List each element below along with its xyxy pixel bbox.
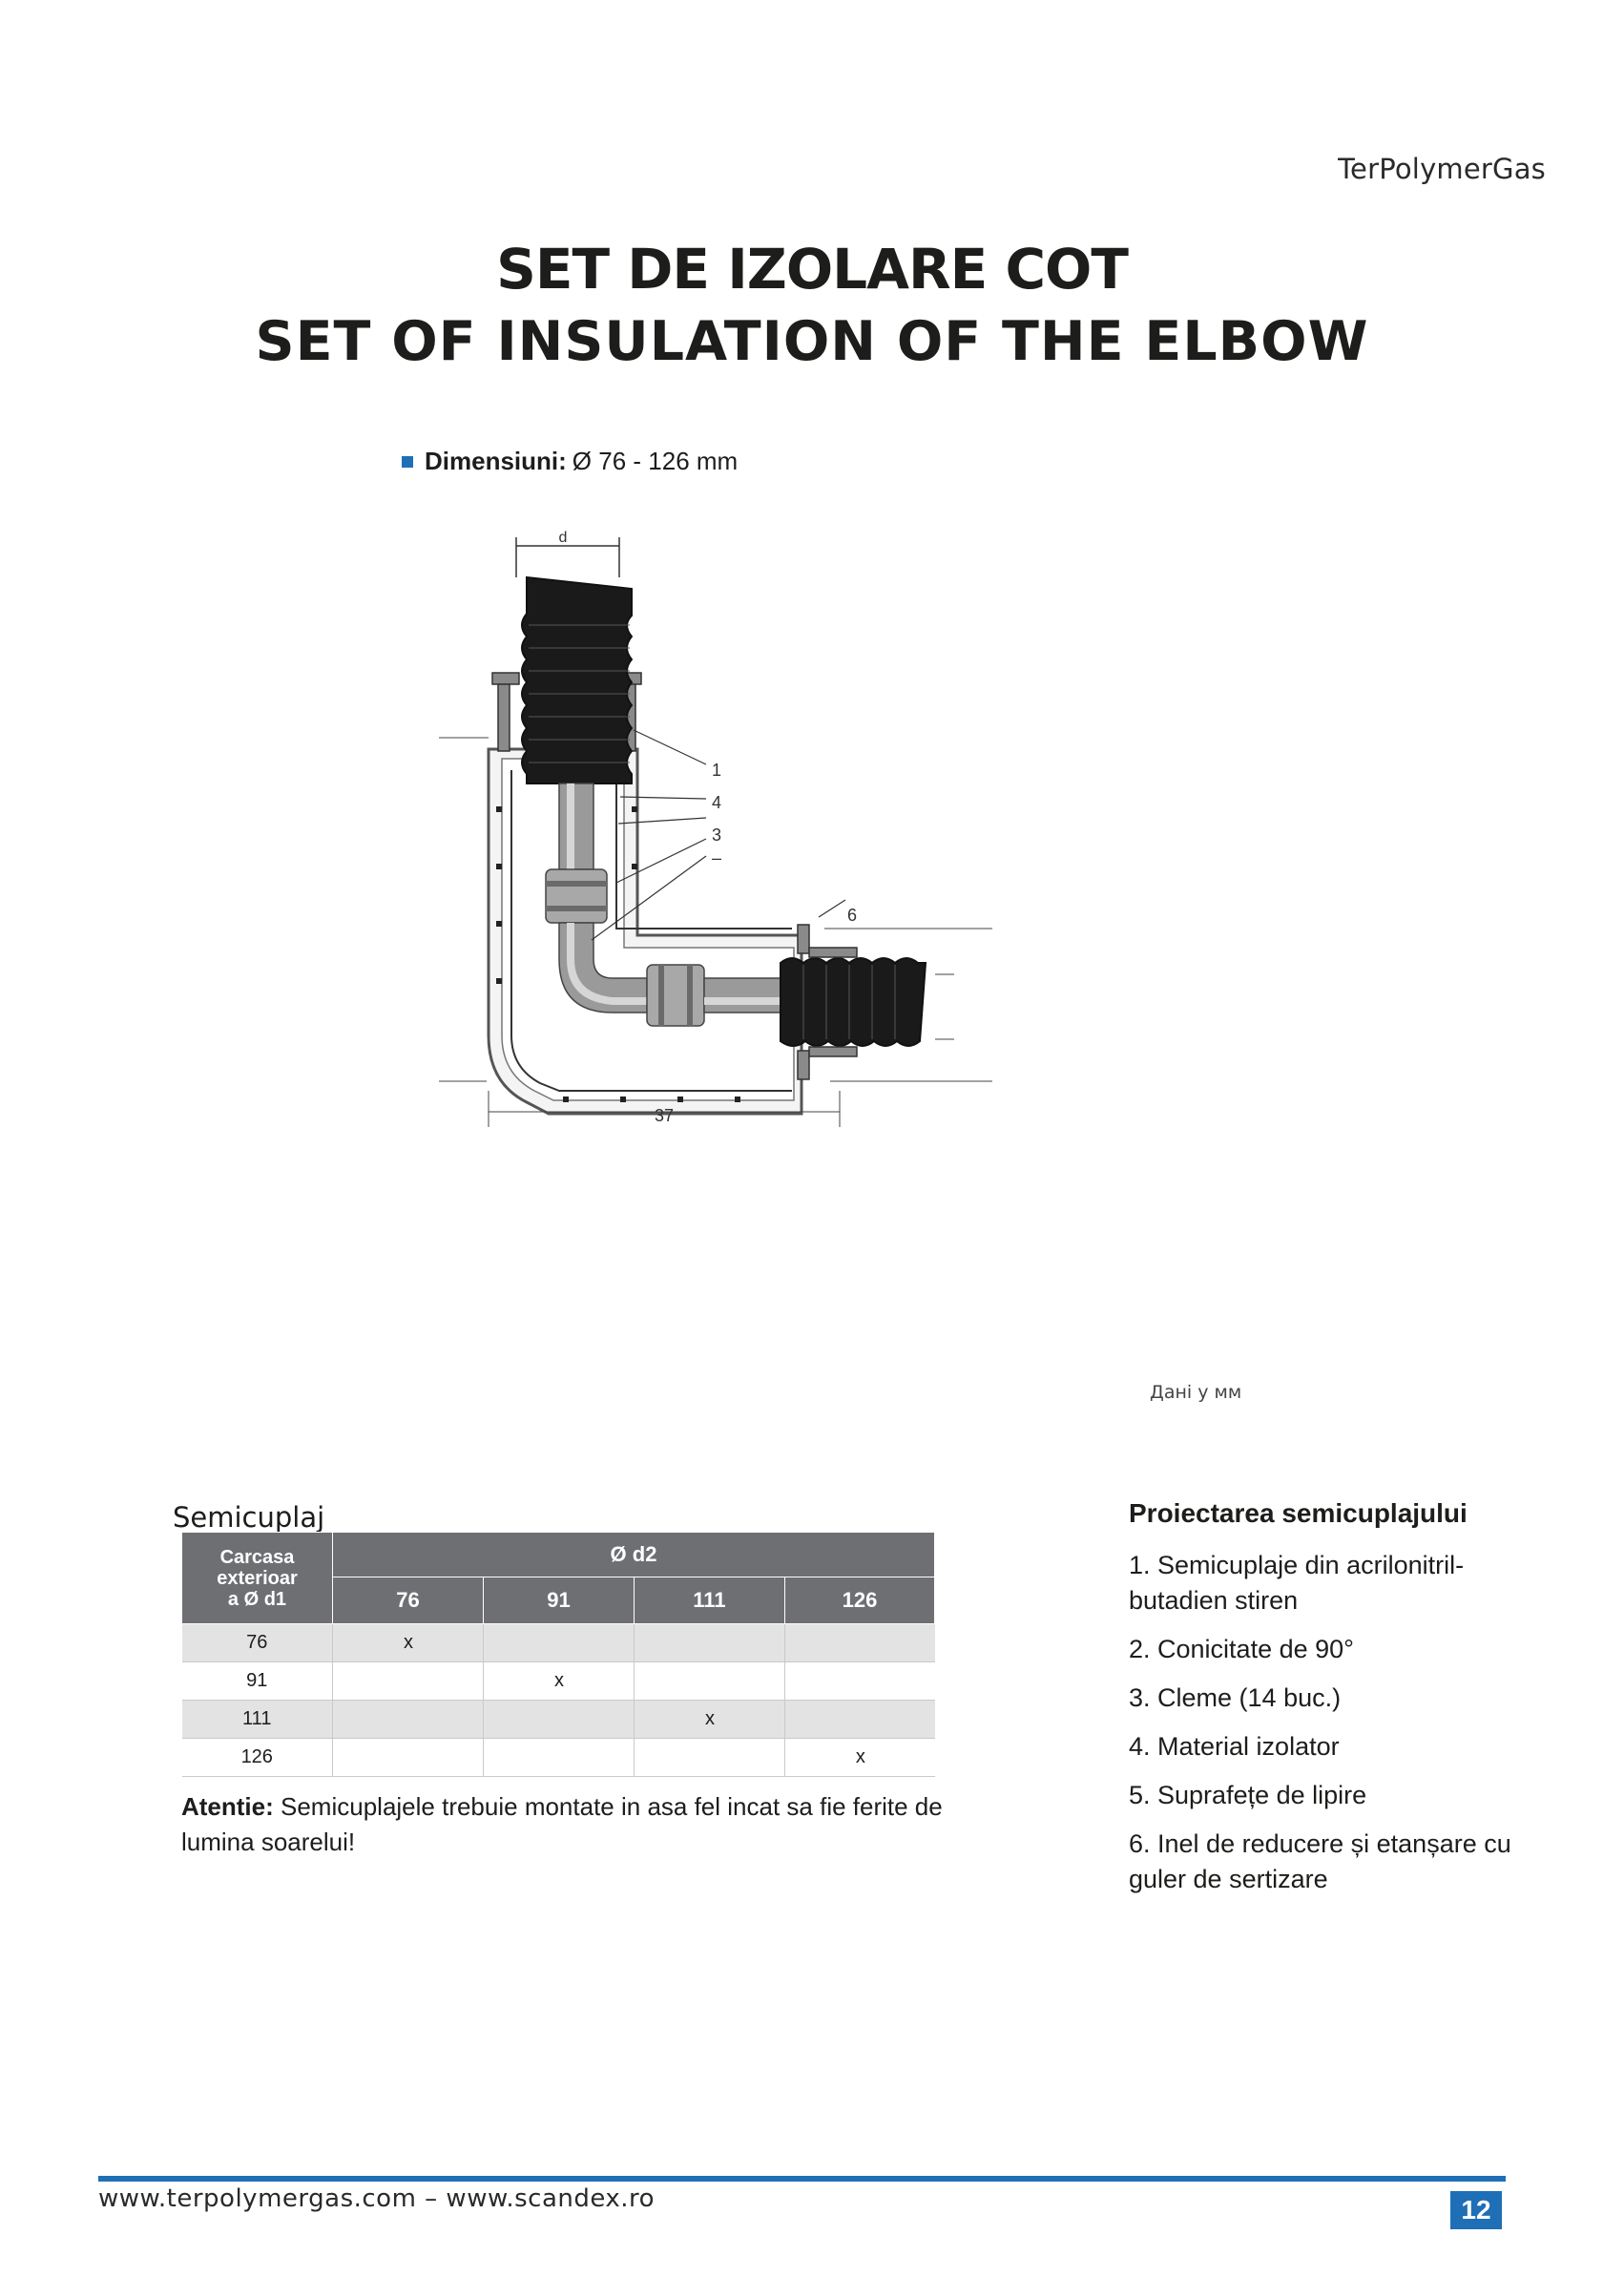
square-bullet-icon xyxy=(402,455,413,468)
table-row: 76 x xyxy=(181,1623,935,1662)
table-cell: x xyxy=(482,1661,635,1701)
dim-bottom-label: 37 xyxy=(655,1106,674,1125)
table-row: 126 x xyxy=(181,1738,935,1777)
title-romanian: SET DE IZOLARE COT xyxy=(496,237,1129,302)
list-item: 3. Cleme (14 buc.) xyxy=(1129,1683,1342,1712)
table-cell xyxy=(332,1738,484,1777)
list-item: 4. Material izolator xyxy=(1129,1732,1340,1761)
semicuplaj-table: Carcasa exterioar a Ø d1 Ø d2 76 91 111 … xyxy=(181,1531,936,1777)
table-row: 91 x xyxy=(181,1661,935,1701)
dimensions-value: Ø 76 - 126 mm xyxy=(572,447,739,475)
row-label: 91 xyxy=(181,1661,333,1701)
attention-label: Atentie: xyxy=(181,1792,274,1821)
table-cell: x xyxy=(783,1738,935,1777)
page-number: 12 xyxy=(1450,2191,1502,2229)
table-cell xyxy=(482,1700,635,1739)
list-item: 6. Inel de reducere și etanșare cu guler… xyxy=(1129,1829,1511,1893)
callout-1: 1 xyxy=(712,761,721,780)
table-cell xyxy=(332,1700,484,1739)
attention-note: Atentie: Semicuplajele trebuie montate i… xyxy=(181,1789,945,1860)
footer-divider xyxy=(98,2176,1506,2182)
callout-dash: – xyxy=(712,848,721,867)
column-header: 91 xyxy=(482,1577,635,1624)
dimensions-label: Dimensiuni: xyxy=(425,447,567,475)
table-cell: x xyxy=(332,1623,484,1662)
table-cell xyxy=(482,1623,635,1662)
group-header-d2: Ø d2 xyxy=(332,1531,935,1578)
table-cell xyxy=(633,1623,785,1662)
table-row: 111 x xyxy=(181,1700,935,1739)
dimensions-line: Dimensiuni: Ø 76 - 126 mm xyxy=(402,447,738,476)
table-title: Semicuplaj xyxy=(173,1501,325,1534)
corner-header-line: exterioar xyxy=(217,1567,298,1589)
callout-4: 4 xyxy=(712,793,721,812)
units-note: Дані у мм xyxy=(1150,1382,1242,1403)
list-item: 1. Semicuplaje din acrilonitril-butadien… xyxy=(1129,1551,1465,1615)
footer-urls: www.terpolymergas.com – www.scandex.ro xyxy=(98,2184,656,2213)
dim-top-label: d xyxy=(559,530,568,546)
table-cell xyxy=(332,1661,484,1701)
list-item: 5. Suprafețe de lipire xyxy=(1129,1781,1367,1809)
table-cell xyxy=(633,1738,785,1777)
title-english: SET OF INSULATION OF THE ELBOW xyxy=(255,310,1369,373)
column-header: 76 xyxy=(332,1577,484,1624)
table-cell: x xyxy=(633,1700,785,1739)
row-label: 76 xyxy=(181,1623,333,1662)
callout-6: 6 xyxy=(847,906,857,925)
column-header: 111 xyxy=(633,1577,785,1624)
table-cell xyxy=(783,1700,935,1739)
row-label: 126 xyxy=(181,1738,333,1777)
components-list: 1. Semicuplaje din acrilonitril-butadien… xyxy=(1129,1548,1549,1911)
corner-header-line: Carcasa xyxy=(219,1546,295,1568)
column-header: 126 xyxy=(783,1577,936,1624)
table-cell xyxy=(783,1623,935,1662)
row-label: 111 xyxy=(181,1700,333,1739)
table-cell xyxy=(633,1661,785,1701)
table-cell xyxy=(482,1738,635,1777)
table-cell xyxy=(783,1661,935,1701)
list-item: 2. Conicitate de 90° xyxy=(1129,1635,1354,1663)
brand-name: TerPolymerGas xyxy=(1338,153,1546,185)
attention-text: Semicuplajele trebuie montate in asa fel… xyxy=(181,1792,943,1856)
corner-header-line: a Ø d1 xyxy=(227,1588,287,1610)
callout-3: 3 xyxy=(712,825,721,845)
corner-header: Carcasa exterioar a Ø d1 xyxy=(181,1532,333,1624)
elbow-insulation-drawing: d xyxy=(439,530,992,1127)
components-title: Proiectarea semicuplajului xyxy=(1129,1498,1468,1528)
